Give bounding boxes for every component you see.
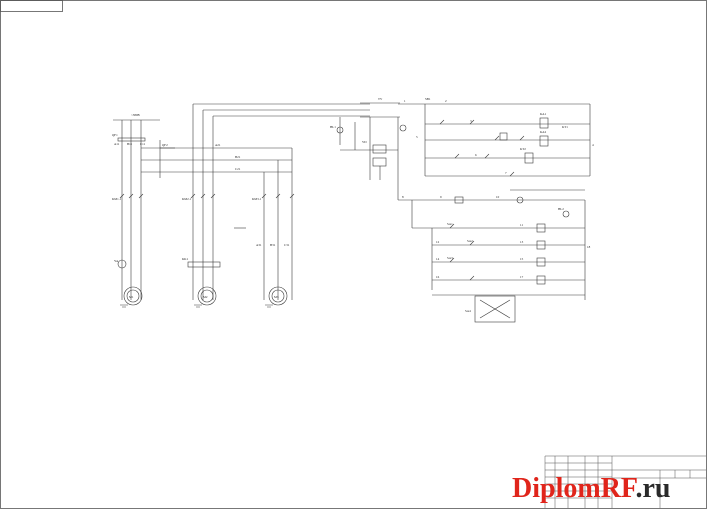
label-km2: KM2.1 xyxy=(182,197,192,201)
label-node-15: 15 xyxy=(520,257,524,261)
label-b31: B31 xyxy=(270,243,276,247)
label-node-11: 11 xyxy=(520,223,523,227)
label-km1: KM1.1 xyxy=(112,197,122,201)
label-km3: KM3.1 xyxy=(252,197,262,201)
label-node-12: 12 xyxy=(436,240,440,244)
label-supply-voltage: ~380В xyxy=(131,113,140,117)
label-node-18: 18 xyxy=(587,245,591,249)
watermark-part-3: .ru xyxy=(635,473,670,504)
watermark-logo: DiplomRF.ru xyxy=(512,473,670,504)
label-sa4: SA4 xyxy=(465,309,471,313)
title-block xyxy=(544,455,706,508)
label-a31: A31 xyxy=(256,243,262,247)
label-hl1: HL1 xyxy=(330,125,336,129)
label-sa1: SA1 xyxy=(447,222,453,226)
label-qf2: QF2 xyxy=(162,143,168,147)
label-node-8: 8 xyxy=(402,195,404,199)
label-node-9: 9 xyxy=(440,195,442,199)
label-node-14: 14 xyxy=(436,257,440,261)
label-node-4: 4 xyxy=(592,143,594,147)
label-node-6: 6 xyxy=(475,153,477,157)
label-a21: A21 xyxy=(215,143,221,147)
label-ka1: KA1 xyxy=(540,112,547,116)
label-sb1: SB1 xyxy=(425,97,431,101)
label-rectifier: VD xyxy=(362,140,367,144)
label-hl2: HL2 xyxy=(558,207,564,211)
label-motor-1: M1 xyxy=(129,295,134,299)
label-kt1: KT1 xyxy=(562,125,568,129)
label-sa3: SA3 xyxy=(447,256,453,260)
schematic-labels: ~380В QF1 QF2 TV SB1 KM1.1 KM2.1 KM3.1 M… xyxy=(112,97,594,313)
label-ka2: KA2 xyxy=(540,130,547,134)
label-node-16: 16 xyxy=(436,275,440,279)
label-b21: B21 xyxy=(235,155,241,159)
label-motor-2: M2 xyxy=(203,295,208,299)
label-node-13: 13 xyxy=(520,240,524,244)
label-c31: C31 xyxy=(284,243,290,247)
label-node-17: 17 xyxy=(520,275,524,279)
label-thermal-relay: KK1 xyxy=(182,257,189,261)
power-circuit xyxy=(113,103,370,308)
label-c21: C21 xyxy=(235,167,241,171)
watermark-part-2: RF xyxy=(601,473,637,504)
label-node-2: 2 xyxy=(445,99,447,103)
label-node-7: 7 xyxy=(505,171,507,175)
label-node-3: 3 xyxy=(470,119,472,123)
label-node-1: 1 xyxy=(404,99,406,103)
watermark-part-1: Diplom xyxy=(512,473,601,504)
label-kt2: KT2 xyxy=(520,147,526,151)
label-sa2: SA2 xyxy=(467,239,473,243)
label-node-10: 10 xyxy=(496,195,500,199)
label-motor-3: M3 xyxy=(274,295,279,299)
label-node-5: 5 xyxy=(416,135,418,139)
label-b11: B11 xyxy=(127,142,133,146)
label-qf1: QF1 xyxy=(112,133,118,137)
label-c11: C11 xyxy=(140,142,146,146)
label-ammeter: YA xyxy=(114,259,119,263)
label-transformer: TV xyxy=(378,97,383,101)
label-a11: A11 xyxy=(114,142,120,146)
control-circuit xyxy=(336,102,591,323)
